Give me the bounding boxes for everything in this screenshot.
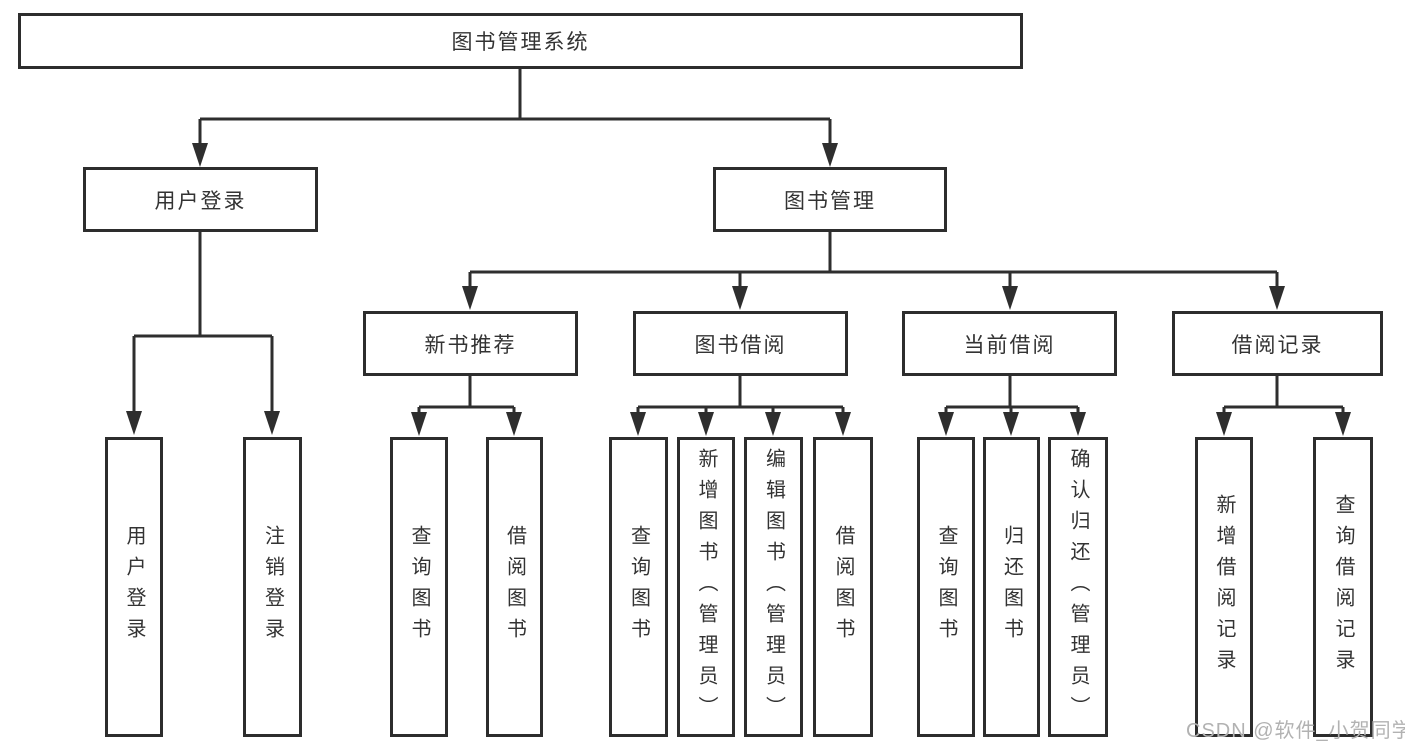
connector-book-borrow-branch <box>630 376 851 436</box>
node-borrowing-records: 借阅记录 <box>1172 311 1383 376</box>
node-new-book-recommend: 新书推荐 <box>363 311 578 376</box>
connector-borrow-record-branch <box>1216 376 1351 436</box>
watermark: CSDN @软件_小贺同学 <box>1186 720 1405 742</box>
leaf-query-books-recommend: 查询图书 <box>390 437 448 737</box>
node-book-borrowing: 图书借阅 <box>633 311 848 376</box>
leaf-return-book: 归还图书 <box>983 437 1040 737</box>
leaf-add-book-admin: 新增图书（管理员） <box>677 437 735 737</box>
connector-current-borrow-branch <box>938 376 1086 436</box>
leaf-query-borrow-record: 查询借阅记录 <box>1313 437 1373 737</box>
leaf-borrow-books-recommend: 借阅图书 <box>486 437 543 737</box>
connector-new-book-branch <box>411 376 522 436</box>
node-root: 图书管理系统 <box>18 13 1023 69</box>
connector-book-management-branch <box>462 232 1285 310</box>
leaf-query-books-current: 查询图书 <box>917 437 975 737</box>
leaf-logout: 注销登录 <box>243 437 302 737</box>
leaf-add-borrow-record: 新增借阅记录 <box>1195 437 1253 737</box>
leaf-borrow-books-borrowing: 借阅图书 <box>813 437 873 737</box>
node-current-borrowing: 当前借阅 <box>902 311 1117 376</box>
leaf-confirm-return-admin: 确认归还（管理员） <box>1048 437 1108 737</box>
leaf-edit-book-admin: 编辑图书（管理员） <box>744 437 803 737</box>
leaf-user-login: 用户登录 <box>105 437 163 737</box>
node-book-management: 图书管理 <box>713 167 947 232</box>
node-user-login: 用户登录 <box>83 167 318 232</box>
leaf-query-books-borrowing: 查询图书 <box>609 437 668 737</box>
connector-root-to-level2 <box>192 69 838 167</box>
connector-user-login-branch <box>126 232 280 435</box>
